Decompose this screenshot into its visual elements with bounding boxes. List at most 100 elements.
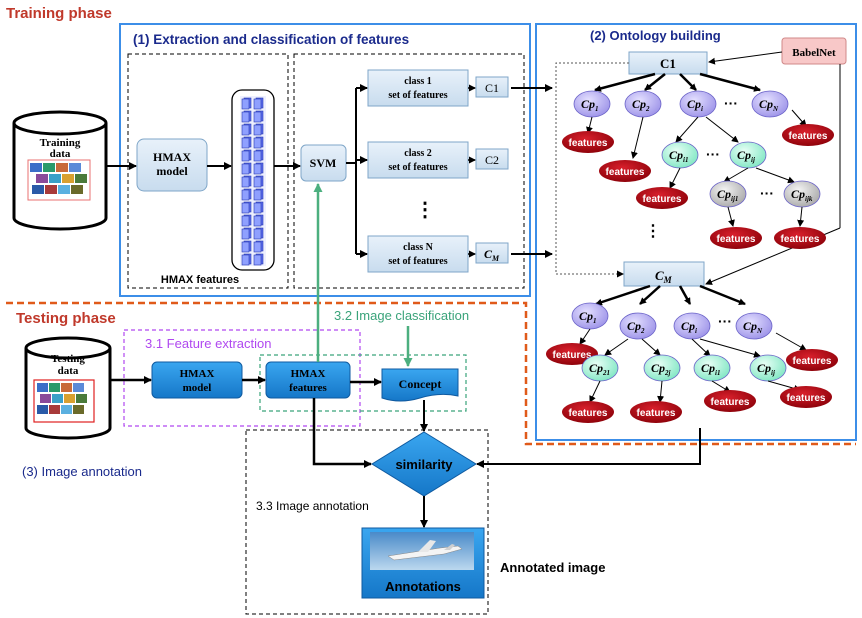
feature-icon [241, 176, 250, 188]
feature-icon [241, 124, 250, 136]
extraction-section-title: (1) Extraction and classification of fea… [133, 32, 409, 47]
image-classification-title: 3.2 Image classification [334, 308, 469, 323]
cp-ij-dots: ··· [760, 185, 774, 201]
tree-edge [641, 338, 661, 356]
feature-icon [241, 111, 250, 123]
training-data-cylinder [12, 110, 108, 231]
cp-n-node [751, 90, 789, 118]
image-annotation-dashed-box [245, 429, 489, 615]
svm-label: SVM [310, 156, 337, 170]
cm-cp-i1-node-label: Cpi1 [701, 361, 720, 377]
testing-data-label-1: Testing [51, 353, 85, 365]
hmax-model-label-1: HMAX [153, 150, 191, 164]
feature-icon [241, 241, 250, 253]
features-node-label: features [643, 194, 682, 205]
extraction-frame [119, 23, 531, 297]
feature-icon [241, 150, 250, 162]
annotated-photo [370, 532, 474, 570]
cm-cp-dots: ··· [718, 313, 732, 329]
testing-data-cylinder [24, 336, 112, 440]
ontology-section-title: (2) Ontology building [590, 28, 721, 43]
cm-cp-1-node-label: Cp1 [579, 309, 597, 325]
feature-icon [253, 176, 262, 188]
annotations-label: Annotations [385, 579, 461, 594]
feature-icon [253, 137, 262, 149]
ontology-dotted-link [555, 62, 629, 278]
c2-output-label: C2 [485, 153, 499, 167]
annotation-section-title: (3) Image annotation [22, 464, 142, 479]
ontology-vdots: ⋮ [645, 223, 661, 240]
tree-edge [699, 284, 746, 306]
class-1-box [367, 69, 469, 107]
class-1-label-1: class 1 [404, 76, 432, 87]
cm-cp-2-node-label: Cp2 [627, 319, 645, 335]
test-hmax-features-label-1: HMAX [291, 368, 326, 380]
testing-separator [6, 301, 856, 446]
features-node-label: features [793, 356, 832, 367]
feature-icon [253, 111, 262, 123]
testing-arrows [110, 376, 701, 528]
cp-2-node-label: Cp2 [632, 97, 650, 113]
cm-output-label: CM [484, 247, 500, 263]
c1-output-label: C1 [485, 81, 499, 95]
feature-icon [241, 137, 250, 149]
features-node-label: features [637, 408, 676, 419]
class-n-box [367, 235, 469, 273]
feature-icon [253, 228, 262, 240]
features-node [774, 227, 826, 249]
cm-cp-ij-node-label: Cpij [757, 361, 775, 377]
feature-extraction-dashed-box [123, 329, 361, 427]
babelnet-arrows [705, 51, 841, 285]
features-node [630, 401, 682, 423]
cp-i-dots: ··· [706, 146, 720, 162]
image-classification-dashed-box [259, 354, 467, 412]
hmax-model-label-2: model [156, 164, 188, 178]
tree-edge [679, 73, 697, 91]
ontology-cm-label: CM [655, 268, 673, 285]
class-vdots: ⋮ [415, 199, 435, 221]
features-node-label: features [711, 397, 750, 408]
feature-icon [241, 228, 250, 240]
feature-icon [241, 215, 250, 227]
feature-icon [253, 163, 262, 175]
tree-edge [699, 72, 761, 92]
concept-label: Concept [399, 377, 442, 391]
class-2-box [367, 141, 469, 179]
feature-icon [253, 124, 262, 136]
feature-icon [241, 189, 250, 201]
features-node [704, 390, 756, 412]
ontology-c1-label: C1 [660, 56, 676, 71]
cm-cp-n-node [735, 312, 773, 340]
cp-n-node-label: CpN [759, 97, 779, 113]
cm-output-box [475, 242, 509, 264]
features-node [546, 343, 598, 365]
features-node [780, 386, 832, 408]
hmax-feature-icons [241, 97, 264, 266]
tree-edge [631, 116, 644, 159]
hmax-features-label: HMAX features [161, 274, 239, 286]
feature-icon [253, 202, 262, 214]
cp-i1-node-label: Cpi1 [669, 148, 688, 164]
tree-edge [589, 380, 601, 403]
cm-cp-2-node [619, 312, 657, 340]
training-data-label-2: data [50, 148, 71, 160]
cp-ij-node-label: Cpij [737, 148, 755, 164]
cp-ijk-node-label: Cpijk [791, 187, 813, 203]
tree-edge [669, 167, 681, 189]
feature-icon [241, 202, 250, 214]
cm-cp-2j-node-label: Cp2j [651, 361, 671, 377]
features-node-label: features [553, 350, 592, 361]
tree-edge [705, 116, 739, 143]
features-node-label: features [781, 234, 820, 245]
testing-phase-title: Testing phase [16, 310, 116, 327]
annotated-image-label: Annotated image [500, 560, 605, 575]
tree-edge [675, 116, 699, 143]
tree-edge [639, 285, 661, 305]
hmax-dashed-box [127, 53, 289, 289]
c2-output-box [475, 148, 509, 170]
cm-cp-21-node-label: Cp21 [589, 361, 610, 377]
test-hmax-model-label-2: model [183, 382, 212, 394]
training-arrows [106, 84, 553, 258]
